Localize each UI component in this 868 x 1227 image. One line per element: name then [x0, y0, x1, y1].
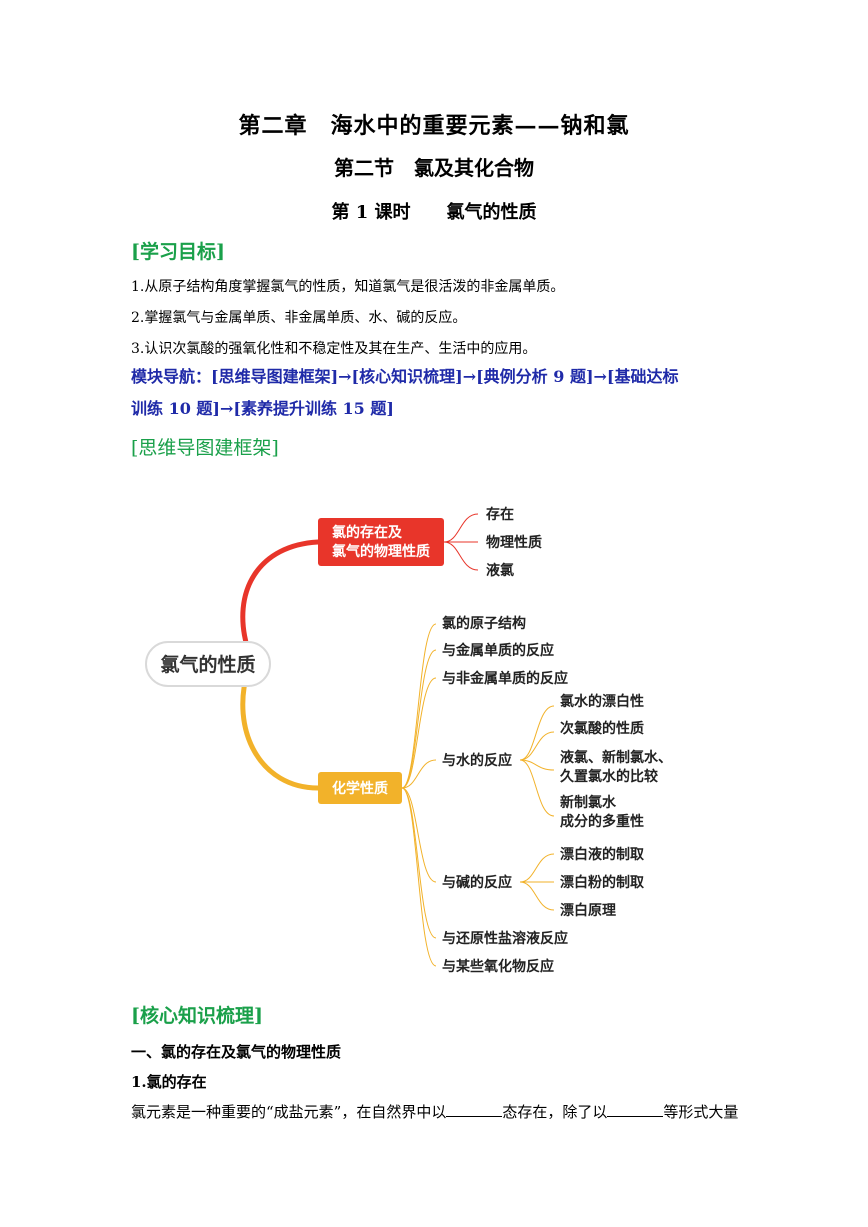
b2-link-5: [401, 787, 437, 883]
branch1-node: [318, 518, 444, 566]
base-link-3: [519, 881, 555, 911]
root-node: [145, 641, 271, 687]
b2-child-7: 与某些氧化物反应: [442, 958, 554, 975]
water-link-2: [519, 731, 555, 761]
b1-link-1: [443, 513, 479, 543]
b1-link-3: [443, 541, 479, 571]
core-paragraph: 氯元素是一种重要的“成盐元素”，在自然界中以 态存在，除了以 等形式大量: [131, 1101, 738, 1122]
b2-child-1: 氯的原子结构: [442, 615, 526, 632]
b2-child-3: 与非金属单质的反应: [442, 670, 568, 687]
branch1-label-line1: 氯的存在及: [332, 524, 403, 541]
water-child-3a: 液氯、新制氯水、: [560, 749, 672, 766]
root-label: 氯气的性质: [160, 653, 255, 676]
branch1-label-line2: 氯气的物理性质: [332, 543, 430, 560]
lesson-title: 第 1 课时 氯气的性质: [331, 202, 537, 223]
b2-link-1: [401, 623, 437, 789]
root-to-branch1-link: [240, 539, 321, 653]
water-link-1: [519, 705, 555, 761]
water-child-4b: 成分的多重性: [560, 813, 644, 830]
part-1-heading: 一、氯的存在及氯气的物理性质: [131, 1043, 342, 1061]
fill-blank-2: [607, 1102, 664, 1117]
b2-child-4: 与水的反应: [442, 752, 512, 769]
core-text-a: 氯元素是一种重要的“成盐元素”，在自然界中以: [131, 1103, 447, 1121]
b2-child-6: 与还原性盐溶液反应: [442, 930, 568, 947]
base-link-1: [519, 853, 555, 883]
b2-link-4: [401, 759, 437, 789]
b2-child-2: 与金属单质的反应: [442, 642, 554, 659]
goal-2: 2.掌握氯气与金属单质、非金属单质、水、碱的反应。: [131, 310, 467, 326]
water-child-2: 次氯酸的性质: [560, 720, 644, 737]
b2-link-7: [401, 787, 437, 967]
core-heading: [核心知识梳理]: [131, 1005, 263, 1027]
goals-heading: [学习目标]: [131, 241, 225, 263]
chapter-title: 第二章 海水中的重要元素——钠和氯: [238, 113, 630, 139]
section-title: 第二节 氯及其化合物: [334, 156, 534, 180]
b2-link-6: [401, 787, 437, 939]
module-navigation: 模块导航：[思维导图建框架]→[核心知识梳理]→[典例分析 9 题]→[基础达标…: [131, 361, 751, 425]
goal-3: 3.认识次氯酸的强氧化性和不稳定性及其在生产、生活中的应用。: [131, 341, 537, 357]
water-link-3: [519, 759, 555, 771]
b2-link-2: [401, 649, 437, 789]
base-child-3: 漂白原理: [560, 902, 616, 919]
core-text-c: 等形式大量: [663, 1103, 739, 1121]
fill-blank-1: [446, 1102, 503, 1117]
b1-child-3: 液氯: [486, 562, 514, 579]
b1-child-2: 物理性质: [486, 534, 542, 551]
mindmap-heading: [思维导图建框架]: [131, 437, 279, 459]
root-to-branch2-link: [240, 667, 321, 791]
sub-1-heading: 1.氯的存在: [131, 1073, 207, 1091]
water-child-4a: 新制氯水: [560, 794, 617, 811]
b1-child-1: 存在: [486, 506, 514, 523]
core-text-b: 态存在，除了以: [502, 1103, 608, 1121]
base-child-1: 漂白液的制取: [560, 846, 645, 863]
water-child-1: 氯水的漂白性: [560, 693, 644, 710]
b2-link-3: [401, 677, 437, 789]
water-child-3b: 久置氯水的比较: [559, 768, 658, 785]
nav-line-2: 训练 10 题]→[素养提升训练 15 题]: [131, 399, 394, 418]
goal-1: 1.从原子结构角度掌握氯气的性质，知道氯气是很活泼的非金属单质。: [131, 279, 565, 295]
branch2-label: 化学性质: [332, 780, 388, 797]
base-child-2: 漂白粉的制取: [560, 874, 645, 891]
water-link-4: [519, 759, 555, 817]
mind-map: 氯气的性质 氯的存在及 氯气的物理性质 存在 物理性质 液氯 化学性质 氯的原子…: [145, 506, 672, 975]
b2-child-5: 与碱的反应: [442, 874, 512, 891]
branch2-node: [318, 772, 402, 804]
nav-line-1: 模块导航：[思维导图建框架]→[核心知识梳理]→[典例分析 9 题]→[基础达标: [131, 367, 679, 386]
